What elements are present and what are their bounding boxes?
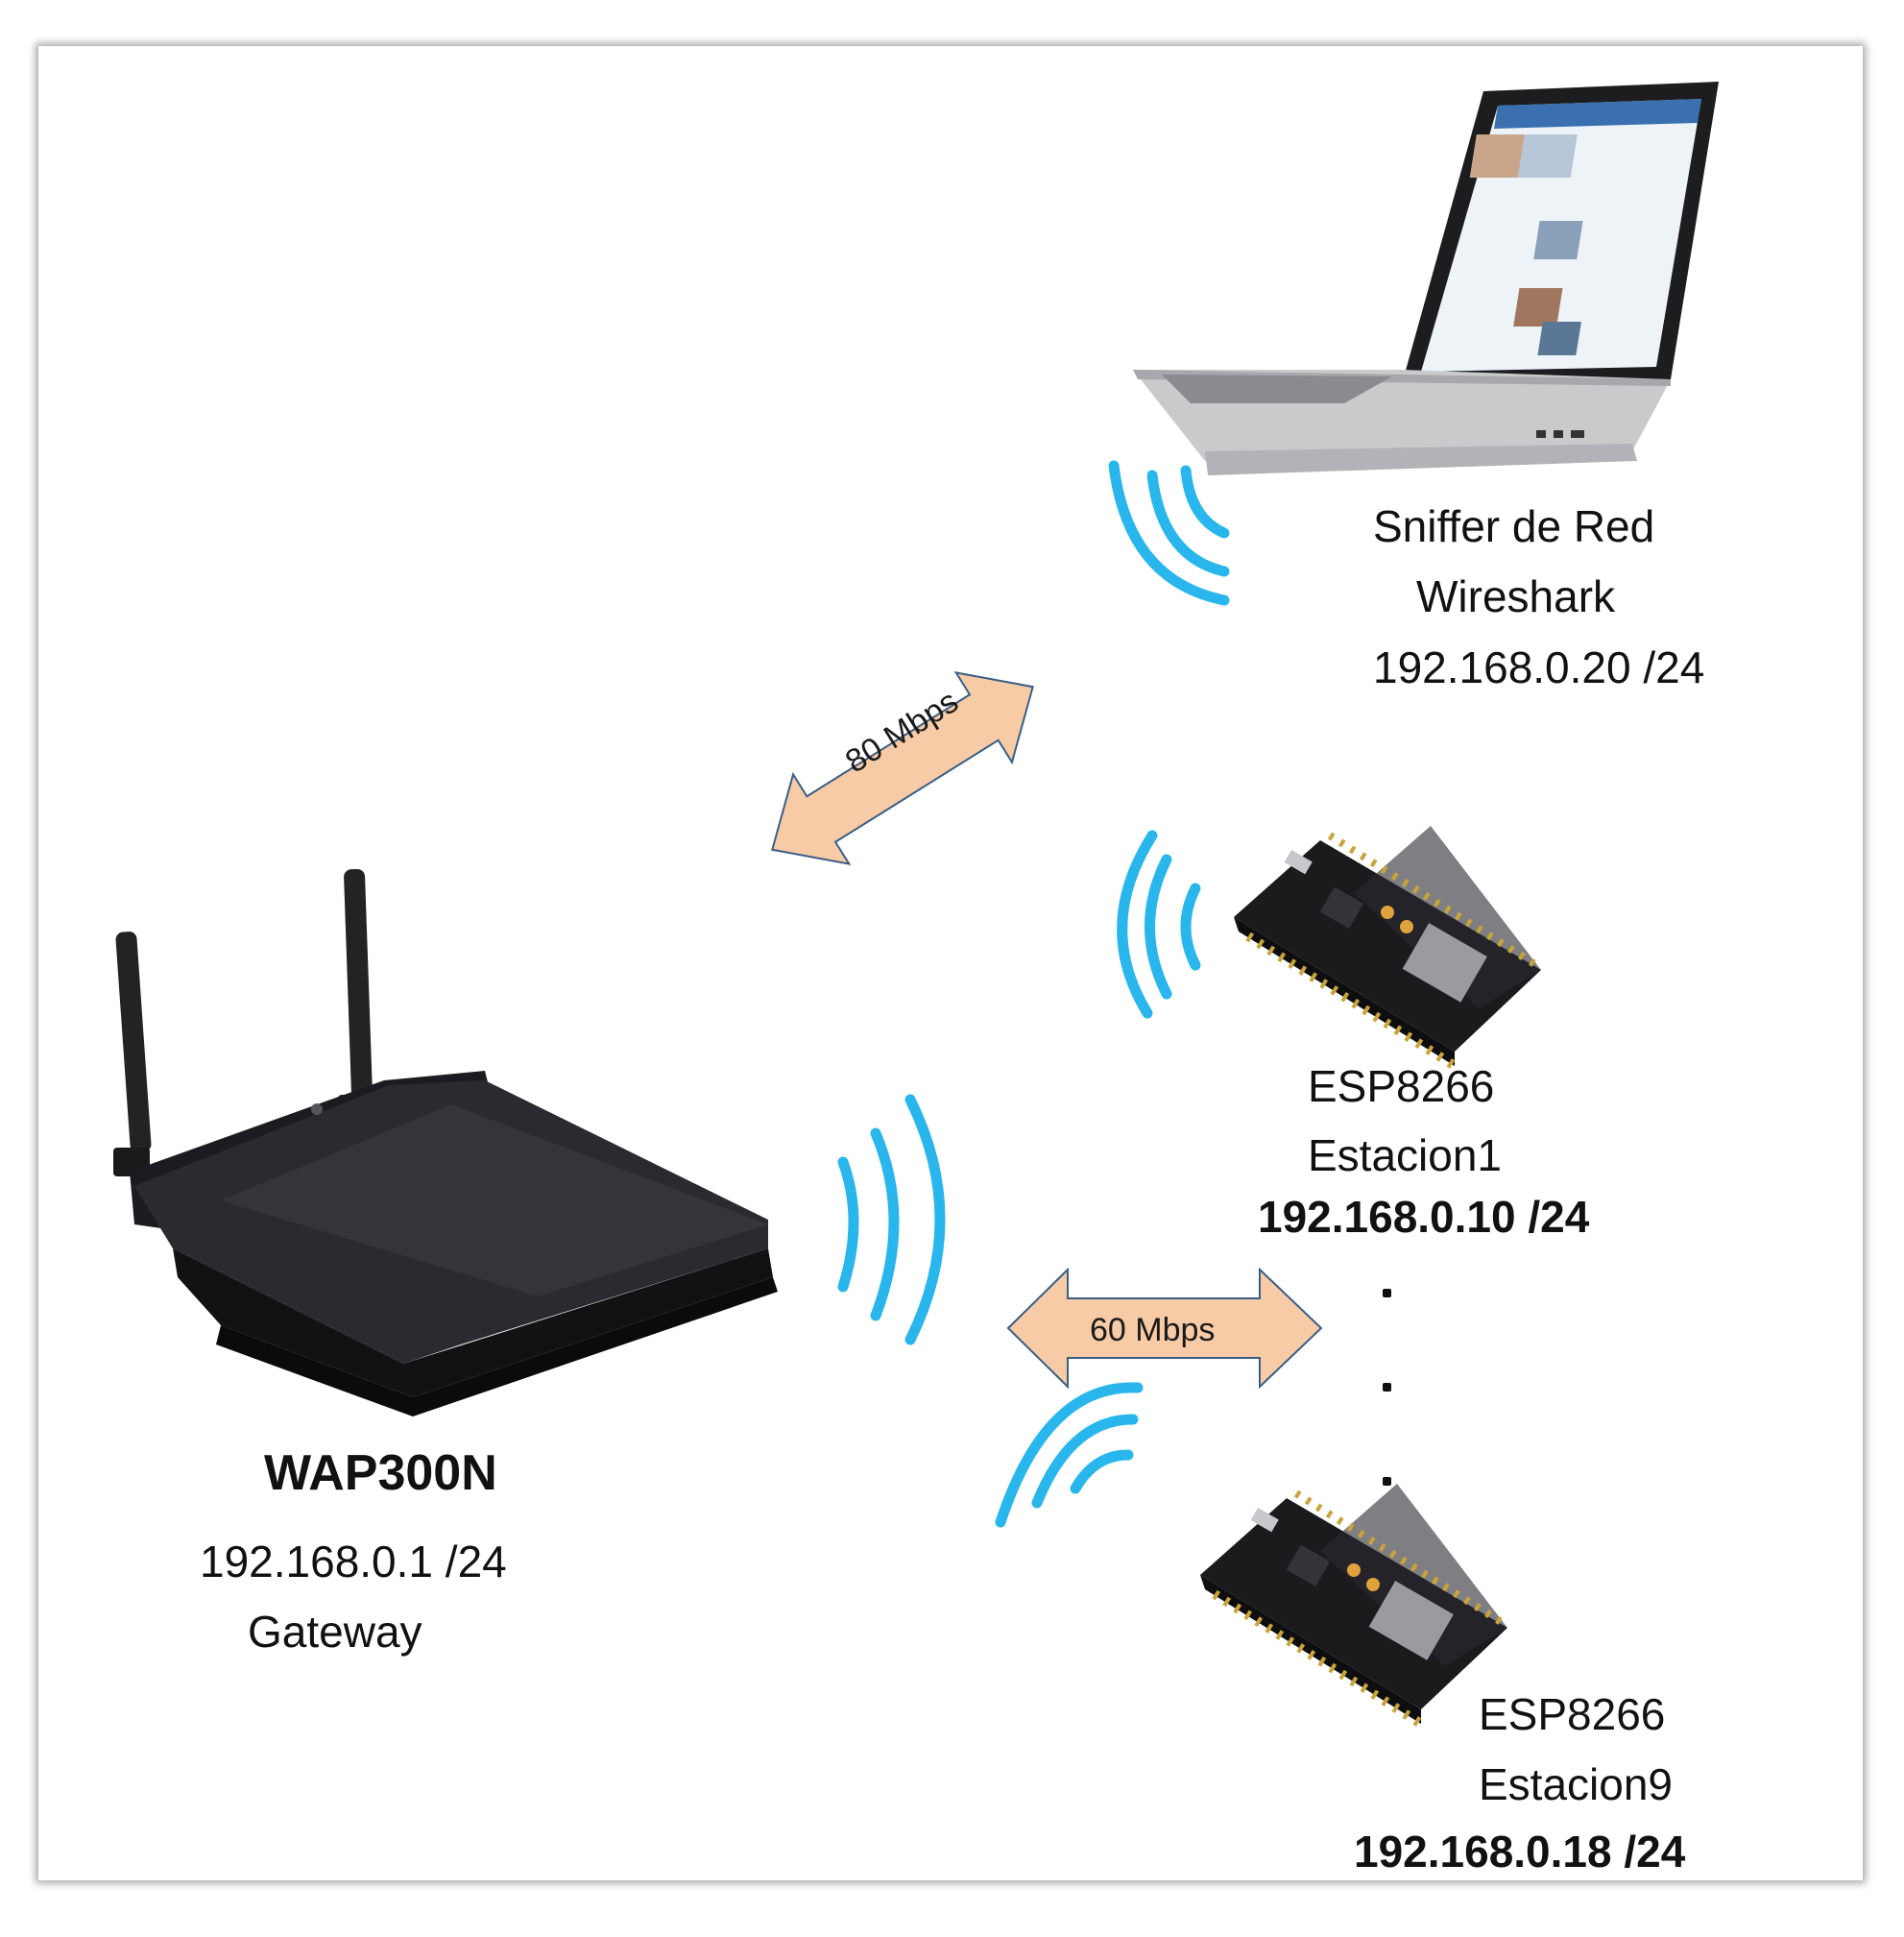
sniffer-title: Sniffer de Red [1373, 501, 1655, 551]
double-arrow-icon [771, 670, 1034, 866]
wifi-signal-icon [1117, 830, 1201, 1019]
esp8266-board-icon [1200, 1484, 1507, 1729]
double-arrow-icon [1006, 1267, 1323, 1390]
router-ip: 192.168.0.1 /24 [200, 1537, 507, 1586]
router-role: Gateway [248, 1607, 422, 1657]
router-name: WAP300N [264, 1445, 497, 1501]
station1-model: ESP8266 [1308, 1061, 1495, 1111]
ellipsis-dot [1383, 1477, 1391, 1486]
ellipsis-dot [1383, 1289, 1391, 1297]
esp8266-board-icon [1234, 826, 1541, 1071]
stations-link-rate: 60 Mbps [1090, 1312, 1216, 1348]
ellipsis-dot [1383, 1383, 1391, 1392]
station1-name: Estacion1 [1308, 1130, 1503, 1180]
sniffer-tool: Wireshark [1416, 571, 1616, 621]
wifi-signal-icon [995, 1382, 1144, 1528]
station9-ip: 192.168.0.18 /24 [1354, 1827, 1686, 1876]
wifi-signal-icon [837, 1094, 946, 1345]
router-icon [113, 868, 778, 1416]
laptop-icon [1133, 82, 1719, 475]
wifi-signal-icon [1108, 460, 1230, 606]
sniffer-ip: 192.168.0.20 /24 [1373, 642, 1705, 692]
station9-name: Estacion9 [1479, 1759, 1674, 1809]
station9-model: ESP8266 [1479, 1689, 1666, 1739]
station1-ip: 192.168.0.10 /24 [1258, 1192, 1590, 1242]
